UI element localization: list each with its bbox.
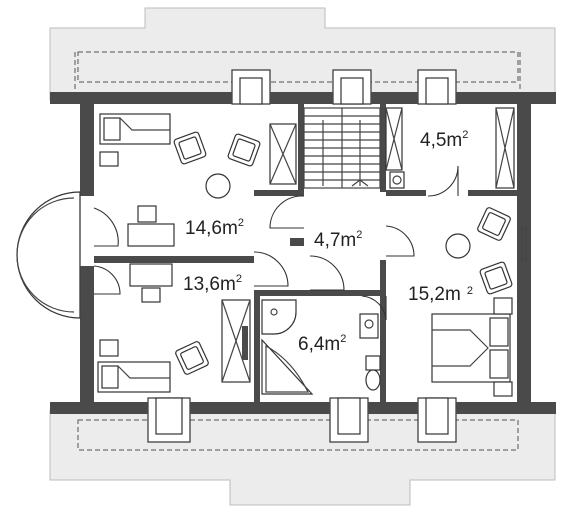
wardrobe-room-a (269, 123, 297, 185)
dormers-bottom (147, 397, 457, 443)
desk-room-b (129, 263, 173, 303)
area-label-closet: 4,5m2 (420, 129, 468, 151)
area-label-room-b: 13,6m2 (183, 273, 242, 295)
walls (50, 92, 556, 414)
closet-shelves (385, 107, 515, 189)
wall-window-right (521, 226, 527, 262)
bed-room-b (97, 361, 171, 393)
bed-room-a (99, 113, 171, 145)
bathroom-fixtures (261, 299, 381, 395)
desk-room-a (127, 205, 175, 247)
armchairs (173, 131, 513, 375)
wardrobe-room-b (221, 299, 251, 383)
area-label-hall: 4,7m2 (314, 229, 362, 251)
area-label-room-a: 14,6m2 (185, 217, 244, 239)
bed-room-c (431, 297, 513, 397)
bay-window (16, 191, 81, 319)
area-label-bath: 6,4m2 (298, 333, 346, 355)
coffee-tables (205, 173, 471, 259)
door-swings (93, 165, 459, 321)
night-tables (99, 151, 119, 357)
staircase (303, 107, 381, 189)
dormers-top (231, 69, 457, 105)
